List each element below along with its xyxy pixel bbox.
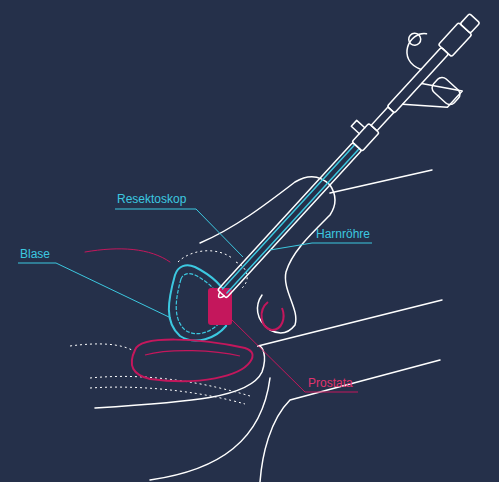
dotted-line [90, 376, 250, 396]
thigh-line [258, 300, 442, 346]
scope-cap [460, 14, 480, 34]
scope-tube [371, 107, 394, 131]
leader-lines [18, 209, 372, 392]
buttock-line [260, 360, 440, 482]
rectum-inner [145, 351, 240, 356]
part-label: Blase [20, 247, 50, 261]
scope-cable [400, 29, 442, 71]
leader-line [230, 318, 358, 392]
part-label: Prostata [308, 376, 353, 390]
buttock-line [150, 378, 270, 480]
scope-ring [406, 31, 423, 48]
part-label: Resektoskop [117, 192, 186, 206]
rectum-outline [132, 340, 253, 382]
scope-shaft [222, 145, 359, 294]
scope-body [387, 47, 448, 113]
prostate-shape [208, 288, 232, 325]
leader-line [115, 209, 243, 257]
scope-connector [352, 123, 379, 151]
scope-sheath [218, 142, 362, 298]
body-outline [85, 170, 442, 482]
testicle-outline [262, 302, 284, 330]
thigh-line [330, 170, 432, 193]
scope-grip [430, 75, 463, 107]
cutting-loop [217, 292, 224, 299]
part-label: Harnröhre [316, 227, 370, 241]
penis-outline [200, 177, 335, 333]
dotted-line [178, 251, 232, 262]
leader-line [18, 263, 171, 318]
abdomen-line [85, 249, 170, 262]
scope-eyepiece [438, 22, 472, 56]
leader-line [270, 243, 372, 250]
scope-handle [403, 67, 463, 128]
dotted-line [70, 344, 132, 350]
perineum-line [95, 346, 265, 408]
irrigation-port [351, 120, 365, 133]
resectoscope-symbol [192, 0, 499, 326]
dotted-line [90, 387, 245, 404]
